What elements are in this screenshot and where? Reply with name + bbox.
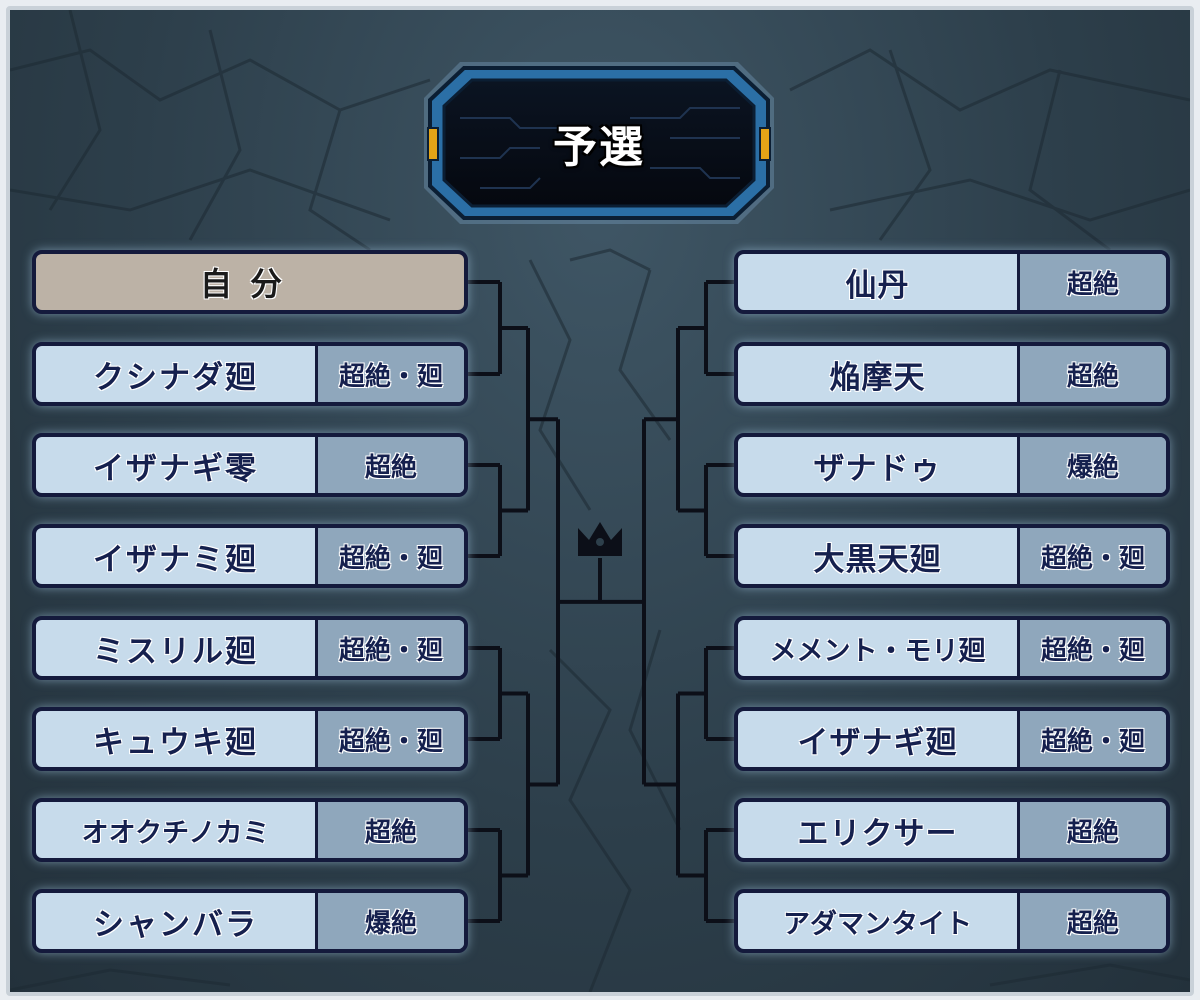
entry-name: 焔摩天: [829, 359, 926, 396]
left-entry-3[interactable]: イザナギ零 超絶: [32, 433, 468, 497]
right-entry-6[interactable]: イザナギ廻 超絶・廻: [734, 707, 1170, 771]
left-entry-4[interactable]: イザナミ廻 超絶・廻: [32, 524, 468, 588]
difficulty-badge: 爆絶: [1017, 437, 1166, 493]
left-entry-5[interactable]: ミスリル廻 超絶・廻: [32, 616, 468, 680]
entry-name: エリクサー: [797, 815, 958, 852]
left-entry-6[interactable]: キュウキ廻 超絶・廻: [32, 707, 468, 771]
right-entry-5[interactable]: メメント・モリ廻超絶・廻: [734, 616, 1170, 680]
difficulty-badge: 爆絶: [315, 893, 464, 949]
difficulty-badge: 超絶・廻: [315, 346, 464, 402]
difficulty-badge: 超絶・廻: [1017, 620, 1166, 676]
entry-name: イザナミ廻: [93, 541, 258, 578]
entry-name: 大黒天廻: [813, 541, 942, 578]
entry-name: キュウキ廻: [93, 724, 258, 761]
entry-name: ザナドゥ: [813, 450, 942, 487]
difficulty-badge: 超絶: [1017, 254, 1166, 310]
right-entry-7[interactable]: エリクサー 超絶: [734, 798, 1170, 862]
difficulty-badge: 超絶: [1017, 346, 1166, 402]
left-entry-2[interactable]: クシナダ廻 超絶・廻: [32, 342, 468, 406]
right-entry-2[interactable]: 焔摩天 超絶: [734, 342, 1170, 406]
difficulty-badge: 超絶: [315, 437, 464, 493]
left-entry-7[interactable]: オオクチノカミ 超絶: [32, 798, 468, 862]
difficulty-badge: 超絶・廻: [315, 620, 464, 676]
entry-name: クシナダ廻: [93, 359, 258, 396]
difficulty-badge: 超絶・廻: [315, 711, 464, 767]
difficulty-badge: 超絶: [1017, 802, 1166, 858]
entry-name: オオクチノカミ: [81, 817, 270, 849]
round-title: 予選: [553, 122, 645, 173]
right-entry-8[interactable]: アダマンタイト 超絶: [734, 889, 1170, 953]
entry-name: イザナギ零: [93, 450, 258, 487]
entry-name: アダマンタイト: [783, 908, 972, 940]
left-entry-8[interactable]: シャンバラ 爆絶: [32, 889, 468, 953]
stone-texture: [10, 10, 1190, 992]
left-entry-1[interactable]: 自分: [32, 250, 468, 314]
difficulty-badge: 超絶・廻: [315, 528, 464, 584]
difficulty-badge: 超絶: [1017, 893, 1166, 949]
entry-name: イザナギ廻: [797, 724, 958, 761]
entry-name: メメント・モリ廻: [769, 635, 986, 667]
entry-name: ミスリル廻: [93, 633, 258, 670]
entry-name: 仙丹: [845, 267, 910, 304]
right-entry-4[interactable]: 大黒天廻 超絶・廻: [734, 524, 1170, 588]
difficulty-badge: 超絶・廻: [1017, 711, 1166, 767]
entry-name: 自分: [199, 265, 300, 303]
entry-name: シャンバラ: [93, 906, 258, 943]
right-entry-1[interactable]: 仙丹 超絶: [734, 250, 1170, 314]
right-entry-3[interactable]: ザナドゥ 爆絶: [734, 433, 1170, 497]
difficulty-badge: 超絶: [315, 802, 464, 858]
crown-icon: [578, 522, 622, 556]
round-title-plate: 予選: [420, 58, 778, 228]
title-plate-frame: [424, 62, 774, 224]
difficulty-badge: 超絶・廻: [1017, 528, 1166, 584]
